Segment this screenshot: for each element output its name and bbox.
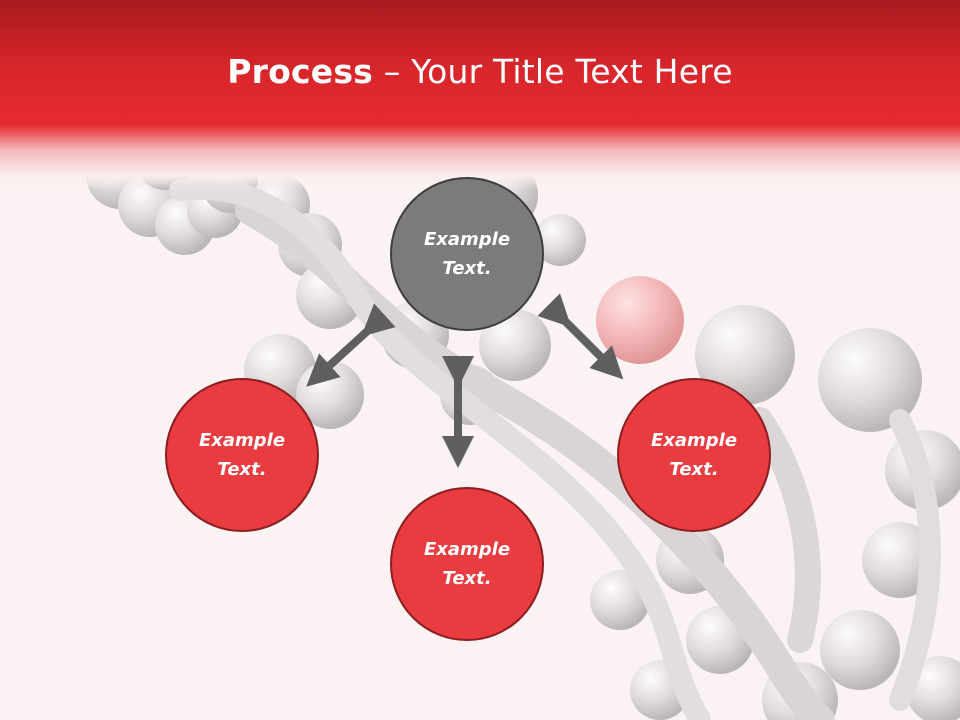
node-center[interactable]: Example Text. (390, 177, 544, 331)
node-left-line1: Example (198, 430, 286, 451)
title-bold-text: Process (227, 52, 374, 91)
arrow-center-right (537, 293, 624, 380)
title-bar (0, 0, 960, 190)
node-bottom-line1: Example (423, 539, 511, 560)
node-center-line2: Text. (442, 258, 492, 279)
node-left[interactable]: Example Text. (165, 378, 319, 532)
node-right-line1: Example (650, 430, 738, 451)
node-bottom[interactable]: Example Text. (390, 487, 544, 641)
node-left-line2: Text. (217, 459, 267, 480)
node-right[interactable]: Example Text. (617, 378, 771, 532)
node-center-line1: Example (423, 229, 511, 250)
slide-title: Process – Your Title Text Here (0, 52, 960, 91)
title-rest-text: – Your Title Text Here (373, 52, 733, 91)
node-right-line2: Text. (669, 459, 719, 480)
arrow-center-left (306, 303, 396, 387)
node-bottom-line2: Text. (442, 568, 492, 589)
